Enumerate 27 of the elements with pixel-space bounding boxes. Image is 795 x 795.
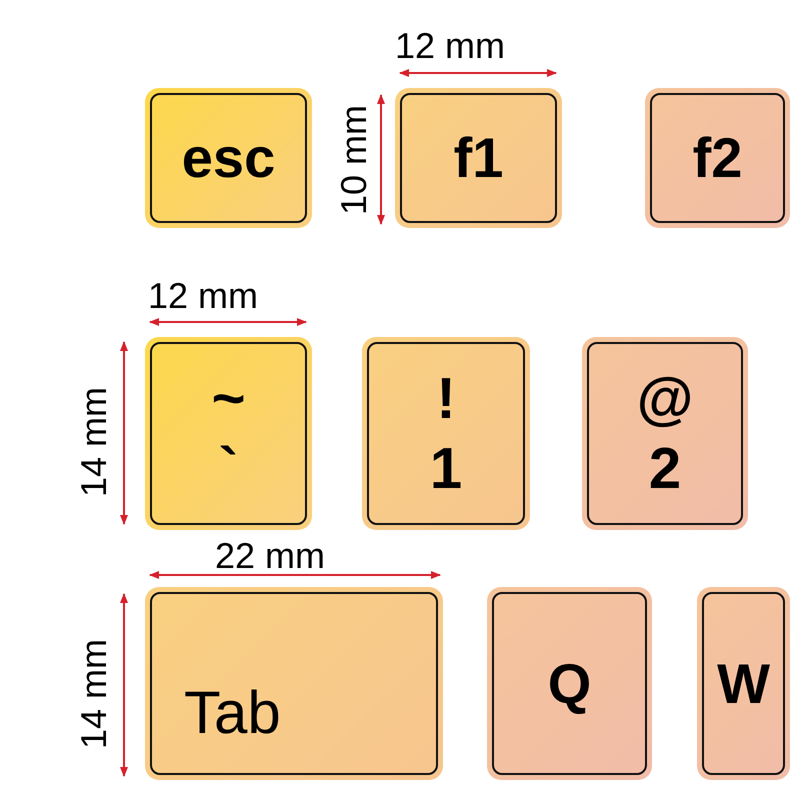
key-legend: W xyxy=(717,656,770,712)
key-legend: esc xyxy=(182,130,276,186)
key-legend: ! xyxy=(436,370,456,428)
dimension-label: 12 mm xyxy=(395,28,506,64)
key-legend: 1 xyxy=(430,440,462,498)
dimension-label: 22 mm xyxy=(215,538,326,574)
key-legend: f1 xyxy=(454,130,504,186)
keycap xyxy=(697,587,790,780)
key-legend: 2 xyxy=(648,440,682,498)
key-legend: ` xyxy=(218,440,238,498)
keycap xyxy=(645,88,790,228)
key-legend: Q xyxy=(548,656,592,712)
keycap xyxy=(145,587,443,780)
keycap xyxy=(362,337,530,530)
keycap xyxy=(582,337,748,530)
dimension-label: 10 mm xyxy=(336,104,372,216)
dimension-label: 14 mm xyxy=(76,386,112,498)
keycap xyxy=(145,337,312,530)
key-legend: ~ xyxy=(212,370,246,428)
dimension-label: 14 mm xyxy=(76,638,112,750)
key-legend: @ xyxy=(636,370,694,428)
dimension-label: 12 mm xyxy=(148,278,258,314)
key-legend: f2 xyxy=(692,130,742,186)
keycap xyxy=(487,587,652,780)
key-legend: Tab xyxy=(184,683,281,743)
keycap xyxy=(395,88,562,228)
keycap xyxy=(145,88,312,228)
